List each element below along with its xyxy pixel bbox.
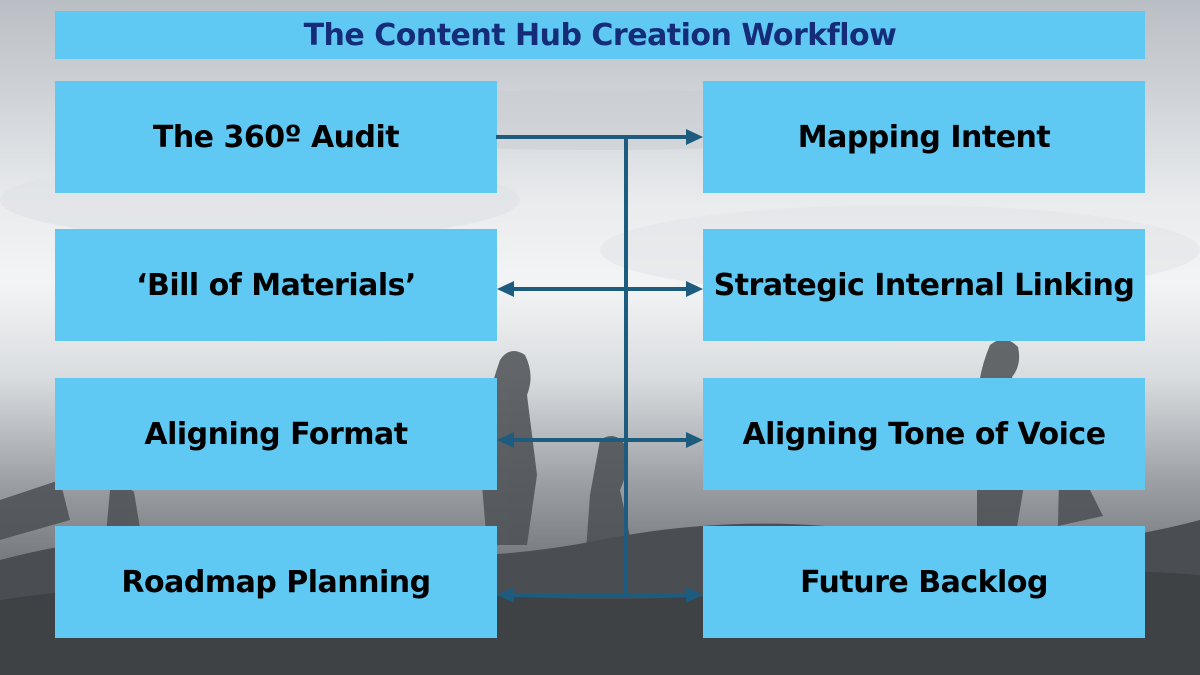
- step-box-future-backlog: Future Backlog: [703, 526, 1145, 638]
- step-label: Mapping Intent: [797, 119, 1051, 155]
- diagram-title: The Content Hub Creation Workflow: [303, 17, 897, 53]
- step-box-mapping-intent: Mapping Intent: [703, 81, 1145, 193]
- step-box-360-audit: The 360º Audit: [55, 81, 497, 193]
- step-box-roadmap-planning: Roadmap Planning: [55, 526, 497, 638]
- title-banner: The Content Hub Creation Workflow: [55, 11, 1145, 59]
- step-label: The 360º Audit: [152, 119, 400, 155]
- step-label: Future Backlog: [800, 564, 1048, 600]
- step-box-aligning-tone-of-voice: Aligning Tone of Voice: [703, 378, 1145, 490]
- step-label: Strategic Internal Linking: [713, 267, 1135, 303]
- step-label: ‘Bill of Materials’: [136, 267, 416, 303]
- step-box-strategic-internal-linking: Strategic Internal Linking: [703, 229, 1145, 341]
- step-label: Roadmap Planning: [121, 564, 431, 600]
- step-box-aligning-format: Aligning Format: [55, 378, 497, 490]
- step-label: Aligning Tone of Voice: [742, 416, 1106, 452]
- step-label: Aligning Format: [144, 416, 408, 452]
- step-box-bill-of-materials: ‘Bill of Materials’: [55, 229, 497, 341]
